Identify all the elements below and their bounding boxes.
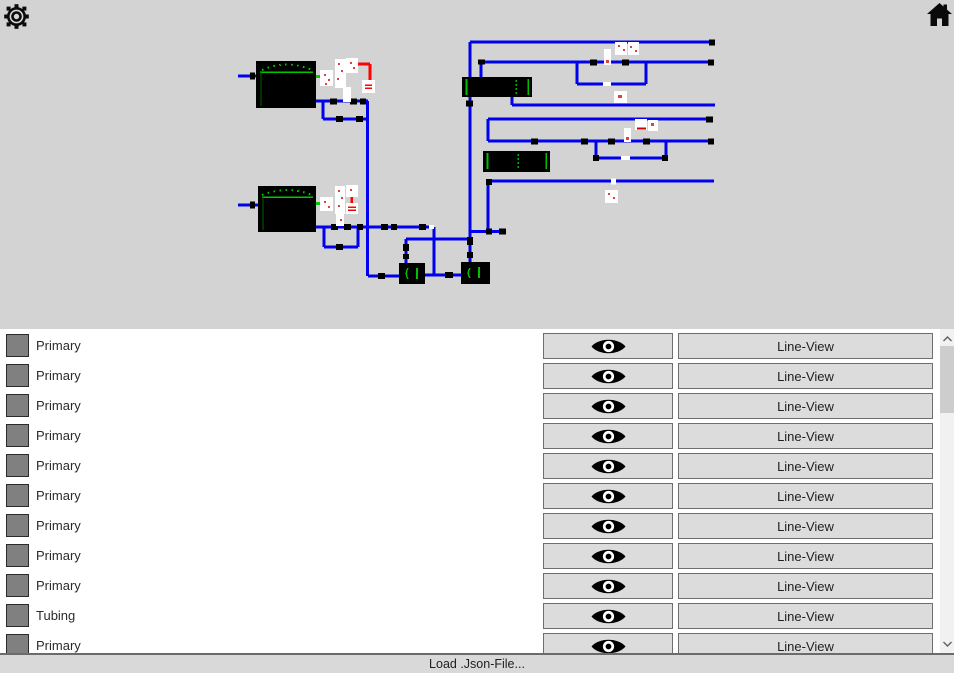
row-color-swatch[interactable] [6,334,29,357]
gear-icon [4,4,29,29]
visibility-toggle-button[interactable] [543,573,673,599]
list-item: Primary Line-View [0,451,938,481]
pump-1 [399,263,425,284]
scrollbar[interactable] [940,329,954,653]
manifold-2 [483,151,550,172]
row-label: Primary [36,458,81,473]
line-view-button[interactable]: Line-View [678,423,933,449]
list-item: Primary Line-View [0,421,938,451]
list-item: Primary Line-View [0,361,938,391]
visibility-toggle-button[interactable] [543,333,673,359]
line-view-button[interactable]: Line-View [678,453,933,479]
row-color-swatch[interactable] [6,394,29,417]
row-color-swatch[interactable] [6,574,29,597]
load-json-button[interactable]: Load .Json-File... [0,653,954,673]
row-color-swatch[interactable] [6,544,29,567]
row-color-swatch[interactable] [6,364,29,387]
line-view-button[interactable]: Line-View [678,543,933,569]
row-label: Primary [36,368,81,383]
line-view-button[interactable]: Line-View [678,573,933,599]
eye-icon [591,609,625,623]
list-item: Primary Line-View [0,541,938,571]
row-color-swatch[interactable] [6,634,29,653]
scrollbar-thumb[interactable] [940,346,954,413]
row-color-swatch[interactable] [6,484,29,507]
list-item: Primary Line-View [0,571,938,601]
schematic-canvas [238,39,715,284]
visibility-toggle-button[interactable] [543,603,673,629]
home-icon [927,3,952,26]
chevron-down-icon [942,641,952,647]
line-view-button[interactable]: Line-View [678,513,933,539]
tank-1 [256,61,321,108]
row-color-swatch[interactable] [6,454,29,477]
eye-icon [591,459,625,473]
line-view-button[interactable]: Line-View [678,633,933,653]
row-color-swatch[interactable] [6,604,29,627]
visibility-toggle-button[interactable] [543,453,673,479]
row-label: Primary [36,398,81,413]
component-cluster-2 [320,185,358,226]
settings-button[interactable] [3,3,30,30]
home-button[interactable] [926,2,953,27]
line-view-button[interactable]: Line-View [678,363,933,389]
chevron-up-icon [942,335,952,341]
eye-icon [591,519,625,533]
eye-icon [591,489,625,503]
line-view-button[interactable]: Line-View [678,603,933,629]
white-ticks [429,82,630,229]
line-view-button[interactable]: Line-View [678,483,933,509]
row-label: Primary [36,548,81,563]
row-label: Tubing [36,608,76,623]
list-item: Primary Line-View [0,631,938,653]
visibility-toggle-button[interactable] [543,543,673,569]
valve-ticks [250,39,715,279]
eye-icon [591,549,625,563]
scroll-up-button[interactable] [940,331,954,346]
list-item: Tubing Line-View [0,601,938,631]
row-color-swatch[interactable] [6,514,29,537]
tank-2 [258,186,321,232]
row-label: Primary [36,638,81,653]
visibility-toggle-button[interactable] [543,393,673,419]
list-item: Primary Line-View [0,481,938,511]
eye-icon [591,339,625,353]
visibility-toggle-button[interactable] [543,633,673,653]
line-view-button[interactable]: Line-View [678,333,933,359]
instrument-boxes [604,42,658,203]
row-label: Primary [36,488,81,503]
visibility-toggle-button[interactable] [543,363,673,389]
list-item: Primary Line-View [0,331,938,361]
eye-icon [591,579,625,593]
row-label: Primary [36,428,81,443]
list-item: Primary Line-View [0,391,938,421]
eye-icon [591,639,625,653]
pump-2 [461,262,490,284]
list-item: Primary Line-View [0,511,938,541]
component-cluster-1 [320,58,375,102]
row-color-swatch[interactable] [6,424,29,447]
eye-icon [591,399,625,413]
manifold-1 [462,77,532,97]
visibility-toggle-button[interactable] [543,423,673,449]
pipes [238,40,715,278]
eye-icon [591,369,625,383]
scroll-down-button[interactable] [940,636,954,651]
line-view-button[interactable]: Line-View [678,393,933,419]
visibility-toggle-button[interactable] [543,483,673,509]
visibility-toggle-button[interactable] [543,513,673,539]
row-label: Primary [36,338,81,353]
layer-list: Primary Line-View Primary Line-View Prim… [0,329,954,653]
row-label: Primary [36,518,81,533]
eye-icon [591,429,625,443]
row-label: Primary [36,578,81,593]
